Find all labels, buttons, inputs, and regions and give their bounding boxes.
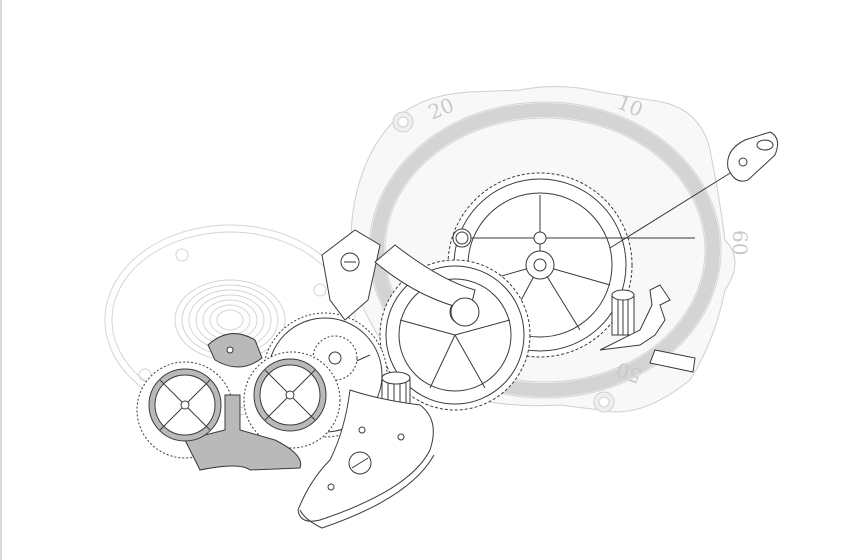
minute-hand [609, 131, 779, 249]
dial-number-60: 60 [728, 230, 752, 255]
bridge-arm [321, 229, 480, 327]
seconds-hand [452, 228, 695, 248]
twin-balance-wheels [136, 333, 341, 471]
third-wheel [379, 259, 531, 411]
small-pinion [611, 289, 635, 336]
star-lever [599, 284, 696, 373]
bridge-plate [297, 389, 435, 529]
